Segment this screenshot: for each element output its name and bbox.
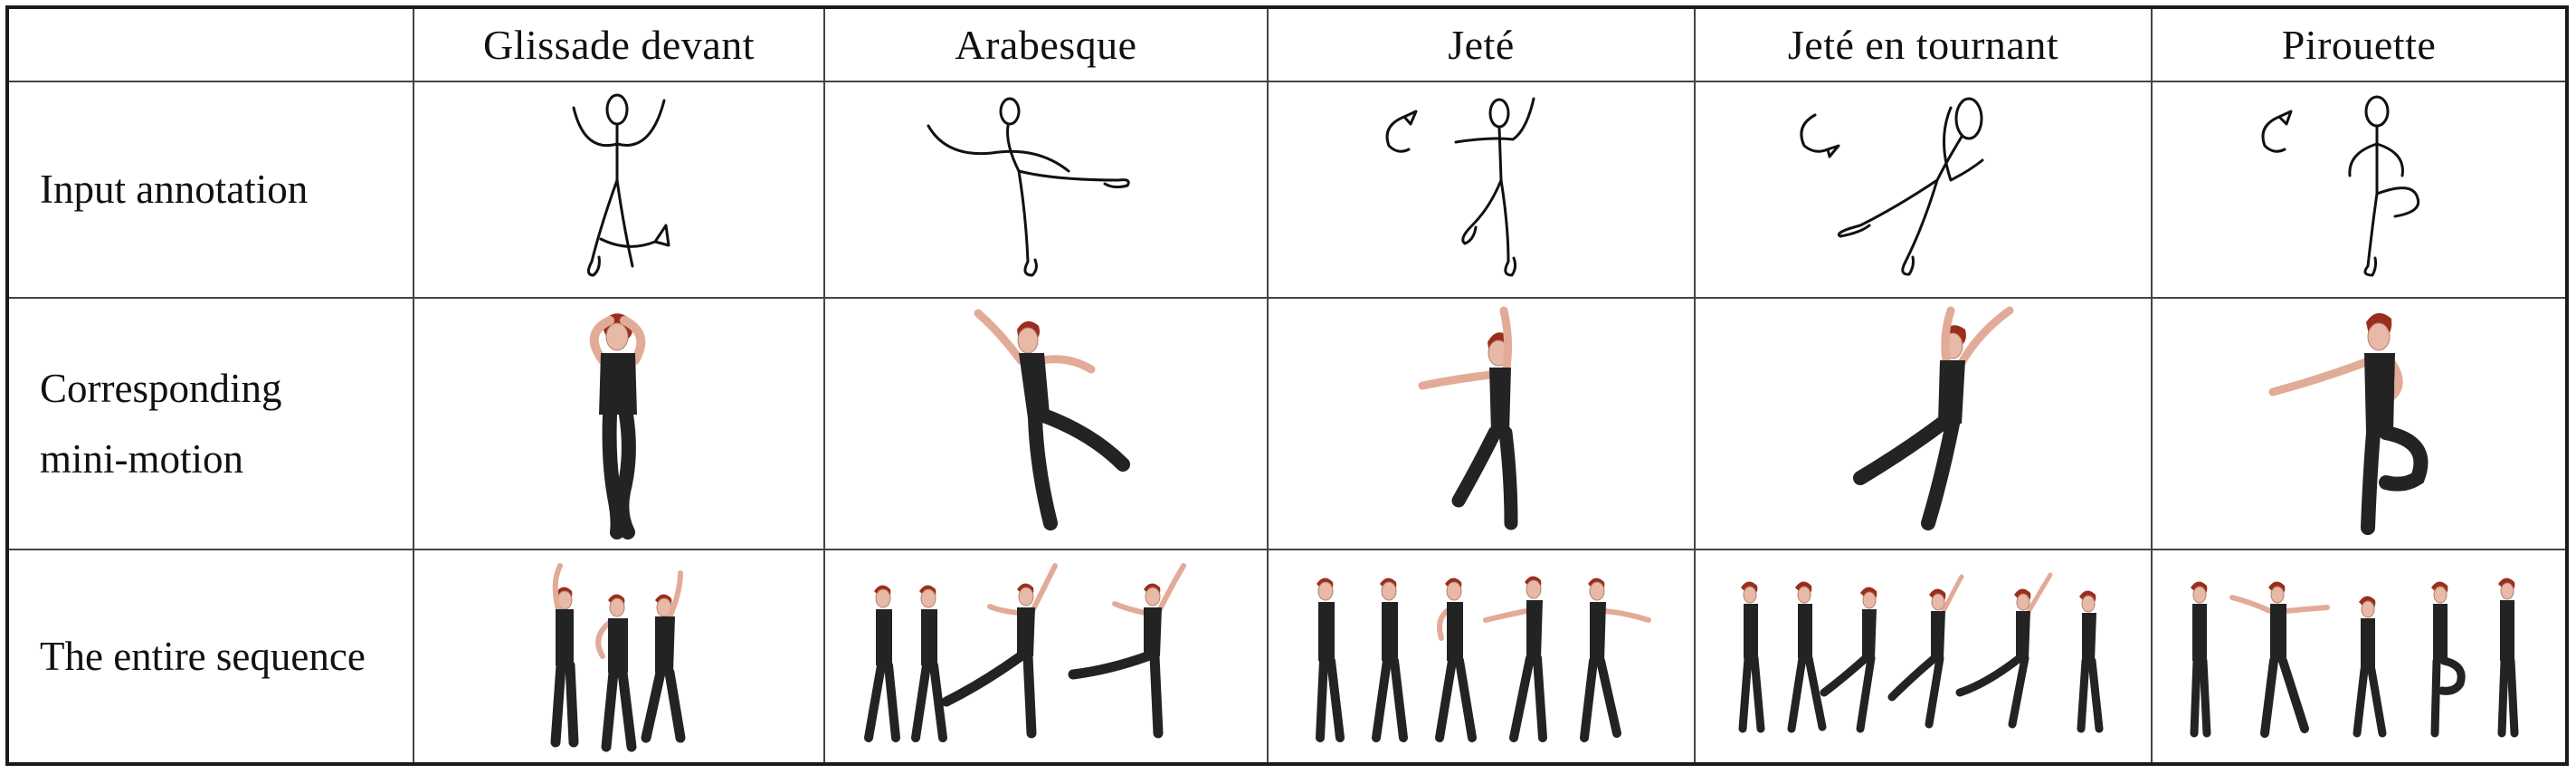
sketch-arabesque <box>823 81 1269 299</box>
sequence-jete-en-tournant <box>1694 549 2153 762</box>
sequence-figure <box>641 570 686 743</box>
annotation-row: Input annotation <box>9 81 2565 299</box>
pose-jete-en-tournant <box>1694 296 2153 551</box>
header-jete-en-tournant: Jeté en tournant <box>1694 9 2153 83</box>
row-label-line1: Corresponding <box>40 366 282 412</box>
sequence-figure <box>595 594 637 752</box>
sequence-figure <box>1955 572 2052 729</box>
sequence-figure <box>1068 563 1186 739</box>
sequence-figure <box>1820 587 1877 733</box>
sequence-figure <box>2190 581 2211 738</box>
minimotion-row: Corresponding mini-motion <box>9 296 2565 551</box>
row-label-line2: mini-motion <box>40 436 243 483</box>
sequence-figure <box>1316 578 1345 743</box>
sequence-glissade-devant <box>413 549 825 762</box>
header-glissade-devant: Glissade devant <box>413 9 825 83</box>
pose-pirouette <box>2151 296 2565 551</box>
pose-glissade-devant <box>413 296 825 551</box>
sketch-glissade-devant <box>413 81 825 299</box>
sequence-arabesque <box>823 549 1269 762</box>
sequence-figure <box>1372 578 1408 743</box>
row-label-entire-sequence: The entire sequence <box>9 549 414 762</box>
header-row: Glissade devant Arabesque Jeté Jeté en t… <box>9 9 2565 83</box>
header-arabesque: Arabesque <box>823 9 1269 83</box>
sequence-figure <box>941 563 1058 739</box>
comparison-table: Glissade devant Arabesque Jeté Jeté en t… <box>9 9 2565 762</box>
header-jete: Jeté <box>1267 9 1696 83</box>
sequence-figure <box>1483 576 1547 743</box>
sequence-figure <box>2430 581 2466 738</box>
sequence-figure <box>1887 574 1963 729</box>
sequence-row: The entire sequence <box>9 549 2565 762</box>
sequence-figure <box>1738 581 1764 733</box>
header-pirouette: Pirouette <box>2151 9 2565 83</box>
sketch-pirouette <box>2151 81 2565 299</box>
sequence-figure <box>2353 596 2387 738</box>
sequence-pirouette <box>2151 549 2565 762</box>
row-label-input-annotation: Input annotation <box>9 81 414 299</box>
sketch-jete-en-tournant <box>1694 81 2153 299</box>
sequence-figure <box>550 563 579 748</box>
sequence-figure <box>1435 578 1477 743</box>
pose-jete <box>1267 296 1696 551</box>
sequence-figure <box>911 585 947 743</box>
sequence-jete <box>1267 549 1696 762</box>
sequence-figure <box>2497 578 2519 738</box>
sequence-figure <box>864 585 900 743</box>
sequence-figure <box>1580 578 1651 743</box>
sequence-figure <box>2077 590 2103 733</box>
figure-frame <box>5 5 2569 766</box>
sequence-figure <box>2229 581 2330 739</box>
sequence-figure <box>1787 581 1826 733</box>
header-corner <box>9 9 414 83</box>
pose-arabesque <box>823 296 1269 551</box>
sketch-jete <box>1267 81 1696 299</box>
row-label-corresponding-mini-motion: Corresponding mini-motion <box>9 296 414 551</box>
